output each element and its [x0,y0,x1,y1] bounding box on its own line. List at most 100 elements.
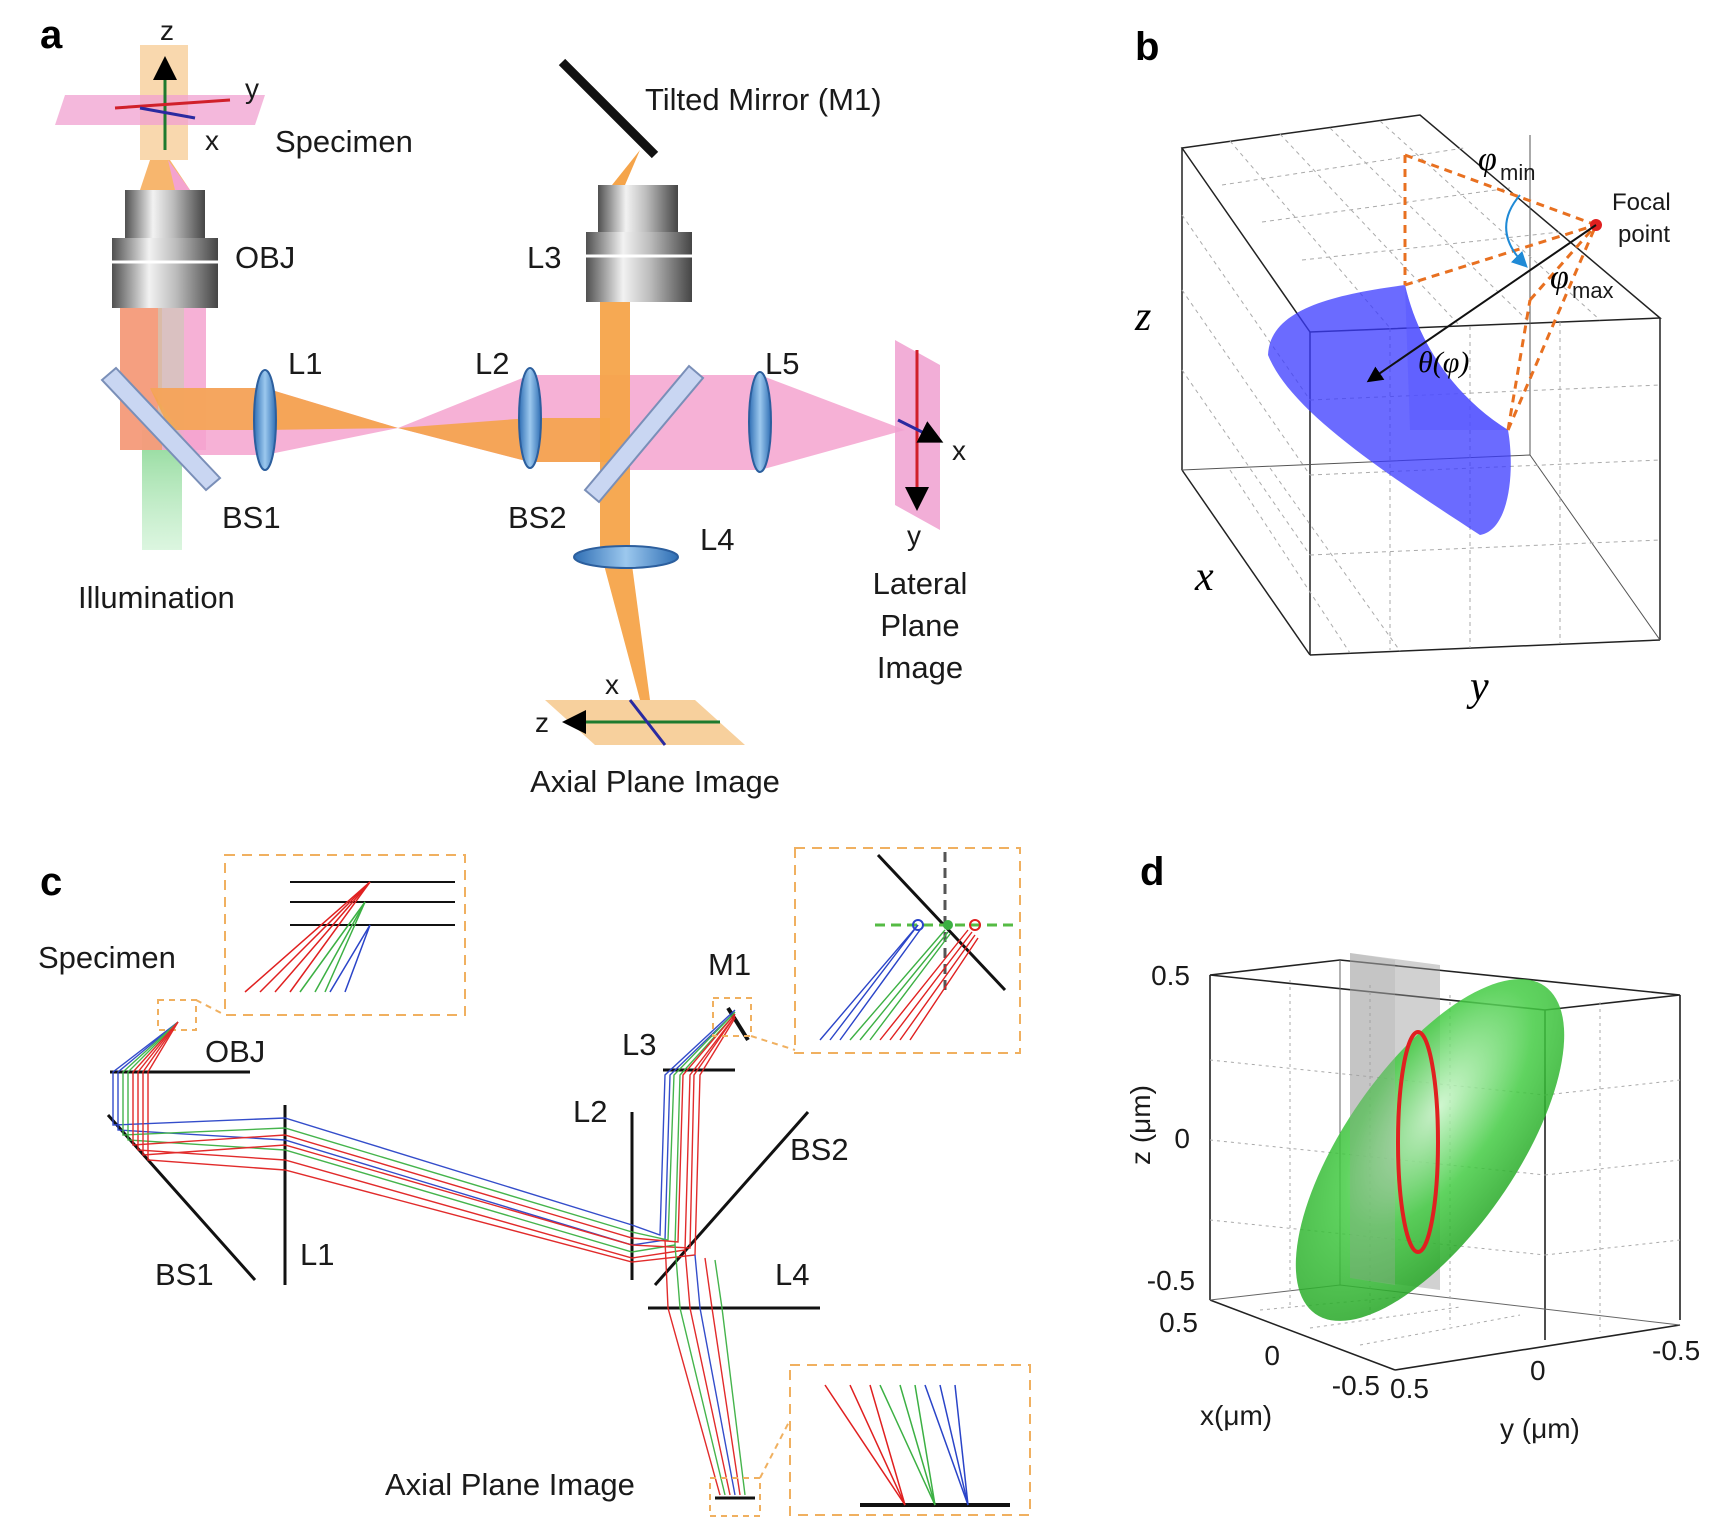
d-x-label: x(μm) [1200,1400,1272,1431]
c-l2-label: L2 [573,1094,607,1129]
obj-label: OBJ [235,240,295,275]
phi-arc [1505,194,1528,268]
b-y-label: y [1466,664,1489,710]
inset-specimen [224,854,466,1016]
phi-max-sub: max [1572,278,1614,303]
lens-l4 [573,545,679,569]
axial-label: Axial Plane Image [530,764,780,799]
panel-a: a [40,13,967,799]
ray-bundle [112,1009,746,1496]
illumination-label: Illumination [78,580,235,615]
bs2-label: BS2 [508,500,567,535]
l1-label: L1 [288,346,322,381]
inset-specimen-rays [244,881,371,993]
panel-d-letter: d [1140,850,1164,894]
d-x-tick-0: 0.5 [1159,1307,1198,1338]
c-l1-label: L1 [300,1237,334,1272]
lateral-x-label: x [952,435,966,466]
c-axial-label: Axial Plane Image [385,1467,635,1502]
d-x-tick-2: -0.5 [1332,1370,1380,1401]
d-y-tick-0: 0.5 [1390,1373,1429,1404]
objective-l3 [586,185,692,302]
specimen-label: Specimen [275,124,413,159]
specimen-axes: z y x [55,15,265,160]
lateral-plane: x y [895,340,966,551]
orange-converge [265,388,398,430]
bs1-plate [100,366,222,492]
theta-arrow [1366,224,1597,383]
tilted-mirror-label: Tilted Mirror (M1) [645,82,882,117]
lateral-line2: Plane [880,608,959,643]
orange-beam-bs1-l1 [150,388,265,430]
l4-label: L4 [700,522,734,557]
specimen-cone-pink [168,160,190,190]
c-l4-label: L4 [775,1257,809,1292]
phi-max-symbol: φ [1550,259,1569,296]
panel-b-letter: b [1135,25,1159,69]
inset-axial [789,1364,1031,1516]
focal-label-1: Focal [1612,189,1671,216]
inset-m1-rays [819,924,979,1041]
panel-b: b [1134,25,1671,710]
l3-label: L3 [527,240,561,275]
d-y-tick-1: 0 [1530,1355,1546,1386]
d-z-tick-1: 0 [1174,1123,1190,1154]
b-z-label: z [1134,294,1151,340]
panel-c: c Specimen OBJ BS1 L1 L2 [38,847,1031,1517]
phi-min-symbol: φ [1478,141,1497,178]
orange-beam-mirror [612,150,640,185]
box-3d [1180,114,1662,656]
lateral-line3: Image [877,650,963,685]
d-z-tick-2: -0.5 [1147,1265,1195,1296]
panel-d: d [1125,850,1700,1444]
bs2-plate [583,364,705,504]
l5-label: L5 [765,346,799,381]
d-z-label: z (μm) [1125,1085,1156,1165]
c-bs2-label: BS2 [790,1132,849,1167]
d-z-tick-0: 0.5 [1151,960,1190,991]
axial-plane: x z [535,669,745,746]
orange-beam-l4-axial [600,550,650,700]
tilted-mirror [558,58,659,159]
c-m1-label: M1 [708,947,751,982]
orange-diverge [398,418,530,462]
d-cross-section [1396,1030,1440,1254]
lateral-y-label: y [907,520,921,551]
theta-label: θ(φ) [1418,346,1469,379]
panel-a-letter: a [40,13,63,57]
c-bs1-label: BS1 [155,1257,214,1292]
panel-c-letter: c [40,860,62,904]
lens-l2 [518,367,542,469]
bs1-label: BS1 [222,500,281,535]
axis-y-label: y [245,73,259,104]
c-l3-label: L3 [622,1027,656,1062]
phi-min-sub: min [1500,160,1535,185]
objective-obj [112,190,218,308]
l2-label: L2 [475,346,509,381]
d-x-tick-1: 0 [1264,1340,1280,1371]
d-ellipsoid [1295,979,1565,1321]
axis-z-label: z [160,15,174,46]
blue-surface-inner [1405,285,1508,430]
blue-surface [1268,285,1511,535]
pink-l5-lateral [760,375,905,470]
axial-x-label: x [605,669,619,700]
d-y-label: y (μm) [1500,1413,1580,1444]
focal-label-2: point [1618,221,1670,248]
inset-m1 [794,847,1021,1054]
orange-beam-l3-l4 [600,300,630,550]
b-x-label: x [1194,554,1214,600]
c-specimen-label: Specimen [38,940,176,975]
lateral-line1: Lateral [873,566,968,601]
axial-z-label: z [535,707,549,738]
inset-axial-rays [824,1384,969,1506]
phi-cone [1403,153,1598,431]
box-grid [1181,120,1661,654]
lens-l5 [748,371,772,473]
orange-l2-bs2 [530,418,610,462]
c-obj-label: OBJ [205,1034,265,1069]
axis-x-label: x [205,125,219,156]
d-y-tick-2: -0.5 [1652,1335,1700,1366]
lens-l1 [253,369,277,471]
